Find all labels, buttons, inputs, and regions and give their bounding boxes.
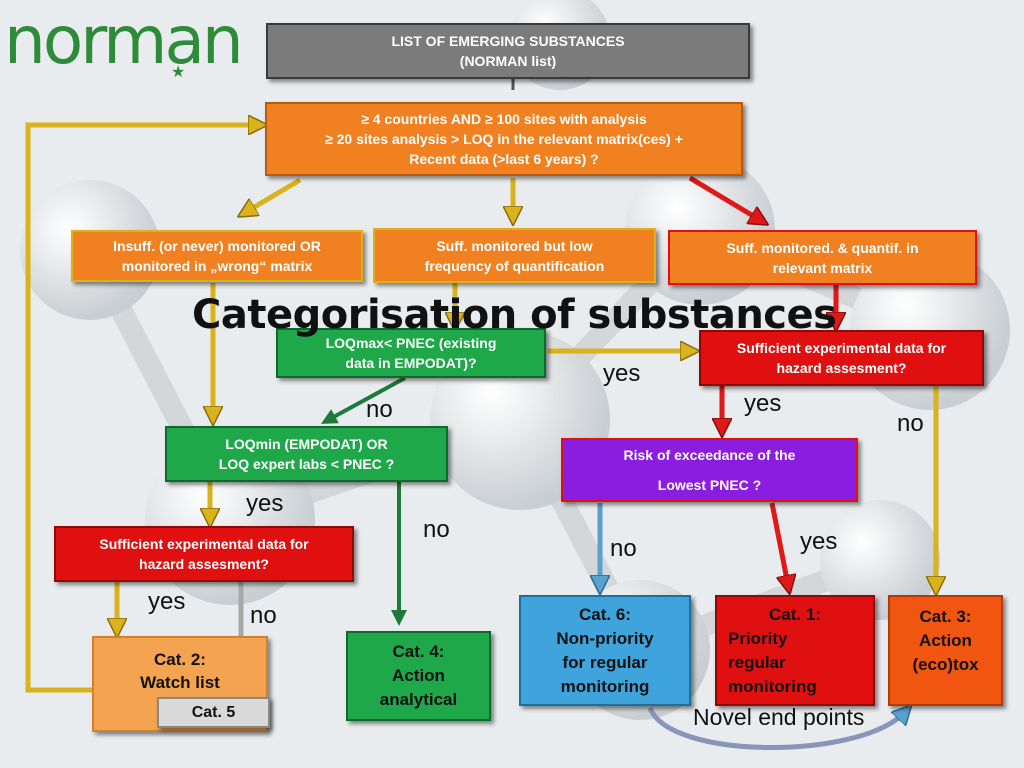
arrow-watchlist-loop — [25, 125, 258, 693]
criteria-box: ≥ 4 countries AND ≥ 100 sites with analy… — [265, 102, 743, 176]
cat6-line3: for regular — [562, 652, 648, 672]
cat2-line1: Cat. 2: — [154, 650, 206, 669]
label-no-suff-left: no — [250, 602, 277, 629]
cat1-line3: regular — [728, 652, 786, 672]
suffleft-line1: Sufficient experimental data for — [99, 536, 309, 552]
label-yes-loqmax: yes — [603, 360, 641, 387]
label-no-suff-right: no — [897, 410, 924, 437]
cat3-line3: (eco)tox — [912, 655, 979, 674]
label-no-risk: no — [610, 535, 637, 562]
cat2-line2: Watch list — [140, 673, 220, 692]
logo-star-icon: ★ — [171, 64, 186, 81]
list-subtitle: (NORMAN list) — [459, 53, 557, 69]
lowfreq-line1: Suff. monitored but low — [436, 237, 593, 254]
cat4-action-analytical-box: Cat. 4: Action analytical — [346, 631, 491, 721]
cat6-line2: Non-priority — [556, 628, 654, 648]
list-title: LIST OF EMERGING SUBSTANCES — [391, 33, 625, 49]
label-yes-loqmin: yes — [246, 490, 284, 517]
sufficient-data-right-box: Sufficient experimental data for hazard … — [699, 330, 984, 386]
suffquant-line1: Suff. monitored. & quantif. in — [726, 239, 919, 256]
cat6-line4: monitoring — [560, 676, 650, 696]
cat4-line1: Cat. 4: — [392, 642, 445, 661]
arrow-novel-endpoints — [647, 708, 905, 750]
label-yes-suff-left: yes — [148, 588, 186, 615]
arrow-criteria-insuff — [246, 177, 302, 212]
loqmin-box: LOQmin (EMPODAT) OR LOQ expert labs < PN… — [165, 426, 448, 482]
suffquant-line2: relevant matrix — [772, 259, 873, 276]
loqmax-line2: data in EMPODAT)? — [345, 355, 477, 371]
cat3-line1: Cat. 3: — [919, 607, 972, 626]
label-yes-risk: yes — [800, 528, 838, 555]
norman-logo: norman — [4, 2, 244, 79]
insuff-line1: Insuff. (or never) monitored OR — [113, 238, 321, 254]
suffleft-line2: hazard assesment? — [139, 556, 269, 572]
cat6-line1: Cat. 6: — [579, 604, 631, 624]
cat1-line1: Cat. 1: — [769, 604, 821, 624]
label-no-loqmax: no — [366, 396, 393, 423]
cat1-priority-box: Cat. 1: Priority regular monitoring — [715, 595, 875, 706]
cat5-box: Cat. 5 — [157, 697, 270, 728]
page-title: Categorisation of substances — [192, 292, 837, 338]
risk-exceedance-box: Risk of exceedance of the Lowest PNEC ? — [561, 438, 858, 502]
cat6-non-priority-box: Cat. 6: Non-priority for regular monitor… — [519, 595, 691, 706]
suff-quantified-box: Suff. monitored. & quantif. in relevant … — [668, 230, 977, 285]
criteria-line1: ≥ 4 countries AND ≥ 100 sites with analy… — [361, 111, 647, 127]
insuff-line2: monitored in „wrong“ matrix — [121, 258, 313, 274]
lowfreq-line2: frequency of quantification — [424, 257, 605, 274]
risk-line2: Lowest PNEC ? — [657, 477, 762, 493]
insuff-monitored-box: Insuff. (or never) monitored OR monitore… — [71, 230, 363, 282]
label-no-loqmin: no — [423, 516, 450, 543]
loqmax-box: LOQmax< PNEC (existing data in EMPODAT)? — [276, 328, 546, 378]
arrow-loqmax-loqmin — [320, 376, 406, 424]
cat3-action-ecotox-box: Cat. 3: Action (eco)tox — [888, 595, 1003, 706]
list-box: LIST OF EMERGING SUBSTANCES (NORMAN list… — [266, 23, 750, 79]
loqmax-line1: LOQmax< PNEC (existing — [325, 335, 497, 351]
cat5-line1: Cat. 5 — [191, 703, 236, 721]
arrow-criteria-suffquant — [688, 175, 760, 220]
suffright-line1: Sufficient experimental data for — [736, 340, 947, 356]
cat4-line2: Action — [392, 666, 445, 685]
criteria-line2: ≥ 20 sites analysis > LOQ in the relevan… — [325, 131, 683, 147]
cat3-line2: Action — [919, 631, 972, 650]
sufficient-data-left-box: Sufficient experimental data for hazard … — [54, 526, 354, 582]
loqmin-line2: LOQ expert labs < PNEC ? — [218, 456, 395, 472]
suffright-line2: hazard assesment? — [776, 360, 907, 376]
cat1-line2: Priority — [728, 628, 788, 648]
label-novel-end-points: Novel end points — [693, 704, 865, 730]
label-yes-suff-right: yes — [744, 390, 782, 417]
loqmin-line1: LOQmin (EMPODAT) OR — [225, 436, 388, 452]
risk-line1: Risk of exceedance of the — [623, 447, 796, 463]
cat1-line4: monitoring — [728, 676, 817, 696]
low-frequency-box: Suff. monitored but low frequency of qua… — [373, 228, 656, 283]
criteria-line3: Recent data (>last 6 years) ? — [409, 151, 599, 167]
arrow-risk-cat1 — [769, 502, 788, 585]
cat4-line3: analytical — [379, 690, 458, 709]
